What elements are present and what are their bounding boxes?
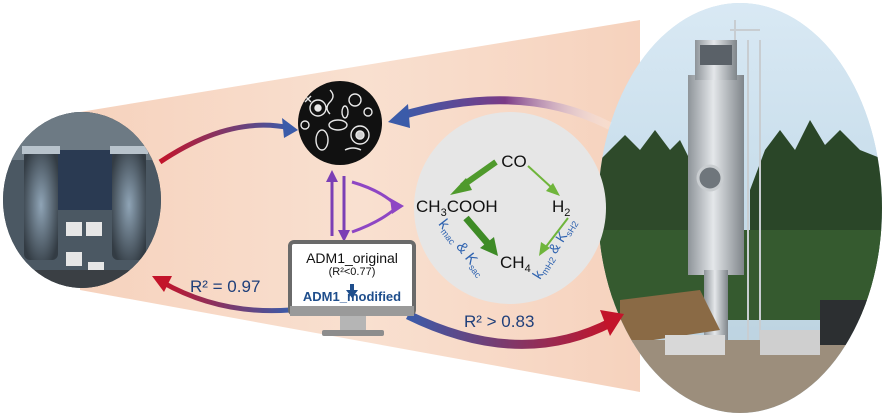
- model-modified-label: ADM1_modified: [302, 289, 402, 304]
- model-screen-text: ADM1_original (R²<0.77) ADM1_modified: [296, 248, 408, 306]
- arrow-head: [600, 310, 624, 336]
- computer-monitor: [288, 240, 416, 336]
- pilot-tower-photo: [598, 3, 882, 413]
- fit-left-label: R² = 0.97: [190, 277, 261, 296]
- pathway-background: [414, 112, 606, 304]
- pathway-arrows: [450, 159, 569, 256]
- lab-reactor-photo: [3, 112, 161, 288]
- h2-label: H2: [552, 197, 570, 219]
- microbial-community-image: [298, 81, 382, 165]
- model-original-label: ADM1_original: [306, 250, 398, 266]
- ch4-label: CH4: [500, 253, 531, 275]
- arrow-head: [388, 104, 410, 128]
- arrow-head: [152, 276, 172, 292]
- model-exchange-arrows: [326, 170, 404, 242]
- arrow-lab-to-microbes: [158, 122, 291, 165]
- model-original-fit: (R²<0.77): [328, 266, 376, 278]
- arrow-model-to-tower: [406, 310, 615, 349]
- fit-right-label: R² > 0.83: [464, 312, 535, 331]
- co-label: CO: [501, 152, 527, 171]
- arrow-head: [282, 118, 298, 138]
- arrow-tower-to-microbes: [398, 96, 612, 130]
- arrow-model-to-lab: [160, 279, 291, 314]
- acetate-label: CH3COOH: [416, 197, 498, 219]
